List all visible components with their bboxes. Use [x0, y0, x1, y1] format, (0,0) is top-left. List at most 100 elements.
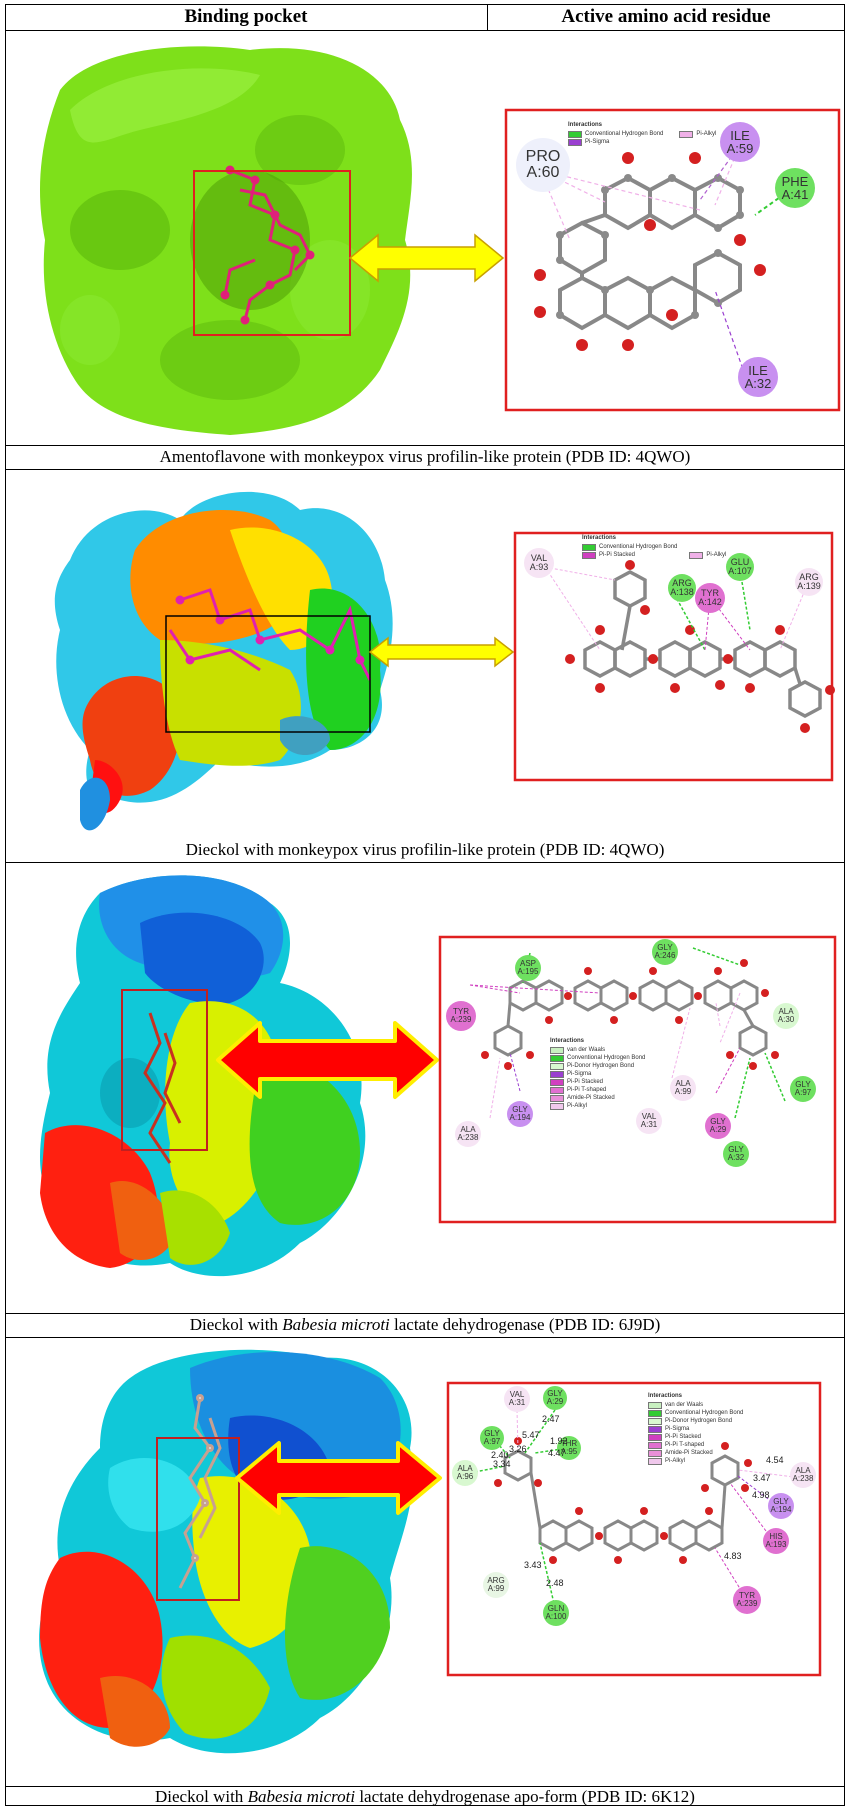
legend-swatch — [550, 1070, 564, 1078]
residue-id: A:31 — [640, 1120, 658, 1129]
distance-label: 4.47 — [548, 1448, 566, 1458]
residue-name: THR — [560, 1439, 578, 1448]
legend-label: Pi-Sigma — [567, 1071, 592, 1077]
residue-name: GLY — [728, 1145, 744, 1154]
residue-id: A:139 — [797, 581, 821, 591]
distance-label: 1.92 — [550, 1436, 568, 1446]
residue-id: A:97 — [794, 1088, 812, 1097]
legend-label: Conventional Hydrogen Bond — [567, 1055, 646, 1061]
legend-swatch — [679, 130, 694, 138]
protein-surface — [40, 46, 412, 436]
residue-id: A:60 — [526, 164, 560, 181]
legend-item: Conventional Hydrogen Bond — [568, 130, 663, 138]
legend-label: Pi-Pi T-shaped — [665, 1442, 705, 1448]
legend-swatch — [550, 1086, 564, 1094]
distance-label: 4.54 — [766, 1455, 784, 1465]
double-arrow — [368, 636, 515, 668]
protein-surface — [39, 1349, 413, 1754]
residue-id: A:29 — [709, 1125, 727, 1134]
legend-swatch — [689, 551, 704, 559]
caption-panel1: Amentoflavone with monkeypox virus profi… — [159, 447, 691, 466]
distance-label: 3.43 — [524, 1560, 542, 1570]
legend-swatch — [550, 1094, 564, 1102]
legend-label: Pi-Donor Hydrogen Bond — [567, 1063, 635, 1069]
legend-item: Conventional Hydrogen Bond — [648, 1409, 743, 1417]
legend-title: Interactions — [568, 122, 603, 128]
legend-label: Pi-Alkyl — [567, 1103, 588, 1109]
caption-panel3: Dieckol with Babesia microti lactate deh… — [5, 1314, 845, 1336]
residue-name: GLY — [512, 1105, 528, 1114]
legend-item: Pi-Pi T-shaped — [648, 1441, 743, 1449]
interaction-legend: Interactions Conventional Hydrogen Bond … — [568, 122, 716, 146]
distance-label: 3.26 — [509, 1444, 527, 1454]
legend-item: Amide-Pi Stacked — [648, 1449, 743, 1457]
double-arrow — [235, 1441, 442, 1515]
legend-label: Conventional Hydrogen Bond — [585, 131, 664, 137]
panel-dieckol-6k12: Interactions van der Waals Conventional … — [0, 1338, 851, 1786]
header-divider — [487, 4, 488, 30]
ligand-sticks — [168, 588, 372, 681]
residue-name: ARG — [487, 1576, 505, 1585]
legend-item: Pi-Pi Stacked — [582, 551, 677, 559]
residue-name: PRO — [525, 148, 561, 165]
caption-panel4: Dieckol with Babesia microti lactate deh… — [5, 1786, 845, 1808]
oxygen-atoms — [565, 560, 835, 733]
residue-name: ALA — [457, 1464, 473, 1473]
interaction-legend: Interactions van der Waals Conventional … — [550, 1038, 645, 1110]
residue-name: GLN — [547, 1604, 565, 1613]
legend-item: Pi-Alkyl — [689, 551, 726, 559]
residue-id: A:32 — [744, 376, 772, 391]
oxygen-atoms — [494, 1437, 752, 1564]
residue-name: ALA — [778, 1007, 794, 1016]
panel-dieckol-4qwo: Interactions Conventional Hydrogen Bond … — [0, 470, 851, 862]
legend-label: Pi-Sigma — [585, 139, 610, 145]
distance-label: 2.47 — [542, 1414, 560, 1424]
residue-name: ALA — [460, 1125, 476, 1134]
legend-swatch — [648, 1433, 662, 1441]
binding-site-box — [121, 989, 208, 1151]
residue-id: A:107 — [728, 566, 752, 576]
residue-id: A:96 — [456, 1472, 474, 1481]
residue-id: A:195 — [517, 967, 539, 976]
residue-name: VAL — [641, 1112, 657, 1121]
residue-id: A:32 — [727, 1153, 745, 1162]
residue-name: GLY — [773, 1497, 789, 1506]
dieckol-molecule — [493, 979, 768, 1057]
residue-id: A:29 — [546, 1397, 564, 1406]
residue-id: A:239 — [736, 1599, 758, 1608]
residue-name: GLY — [795, 1080, 811, 1089]
residue-name: GLY — [547, 1389, 563, 1398]
row-divider — [5, 469, 845, 470]
row-divider — [5, 862, 845, 863]
distance-label: 5.47 — [522, 1430, 540, 1440]
legend-swatch — [568, 138, 582, 146]
residue-id: A:238 — [792, 1474, 814, 1483]
legend-label: Pi-Pi Stacked — [599, 552, 636, 558]
legend-item: Pi-Pi T-shaped — [550, 1086, 645, 1094]
panel3-graphics — [40, 875, 837, 1277]
caption-text: Dieckol with — [189, 1315, 283, 1334]
legend-label: van der Waals — [665, 1402, 704, 1408]
legend-title: Interactions — [550, 1038, 585, 1044]
caption-text: lactate dehydrogenase (PDB ID: 6J9D) — [389, 1315, 661, 1334]
residue-id: A:142 — [698, 597, 722, 607]
header-binding-pocket: Binding pocket — [184, 6, 308, 27]
panel-amentoflavone: Interactions Conventional Hydrogen Bond … — [0, 30, 851, 445]
residue-id: A:41 — [781, 187, 809, 202]
legend-item: Pi-Donor Hydrogen Bond — [648, 1417, 743, 1425]
legend-swatch — [582, 543, 596, 551]
double-arrow — [348, 233, 505, 283]
legend-label: Pi-Alkyl — [696, 131, 717, 137]
